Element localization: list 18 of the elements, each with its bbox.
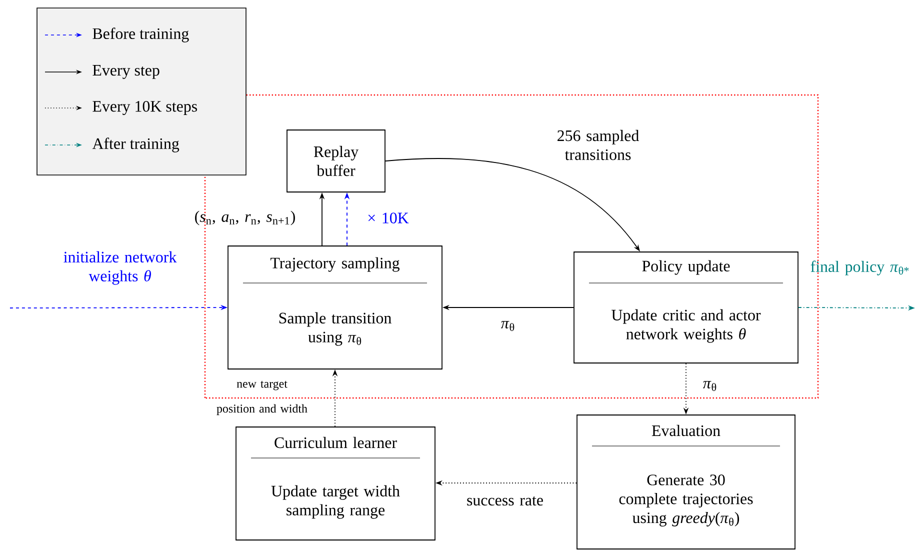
legend-label: Every 10K steps (92, 100, 197, 116)
edge-label: success rate (467, 496, 543, 506)
edge-label: (s$_{n}$, a$_{n}$, r$_{n}$, s$_{n+1}$) (195, 210, 295, 226)
process-box: Trajectory sampling Sample transition using π$_{θ}$ (228, 246, 442, 370)
legend-label: Before training (92, 28, 189, 42)
edge-label: initialize network weights θ (64, 251, 177, 285)
edge-label: final policy π$_{θ*}$ (810, 260, 909, 276)
edge-label: π$_{θ}$ (500, 321, 514, 331)
process-box: Policy update Update critic and actor network weights θ (574, 252, 798, 364)
buffer-box: Replay buffer (286, 130, 386, 192)
process-box: Curriculum learner Update target width sampling range (236, 426, 436, 540)
edge-label: π$_{θ}$ (702, 381, 716, 391)
legend-label: Every step (92, 65, 160, 79)
edge-label: new target position and width (216, 380, 308, 416)
process-box: Evaluation Generate 30 complete trajectories using greedy(π$_{θ}$) (576, 414, 796, 550)
edge-label: × 10K (368, 212, 409, 224)
legend-label: After training (92, 138, 180, 152)
edge-label: 256 sampled transitions (558, 130, 639, 160)
